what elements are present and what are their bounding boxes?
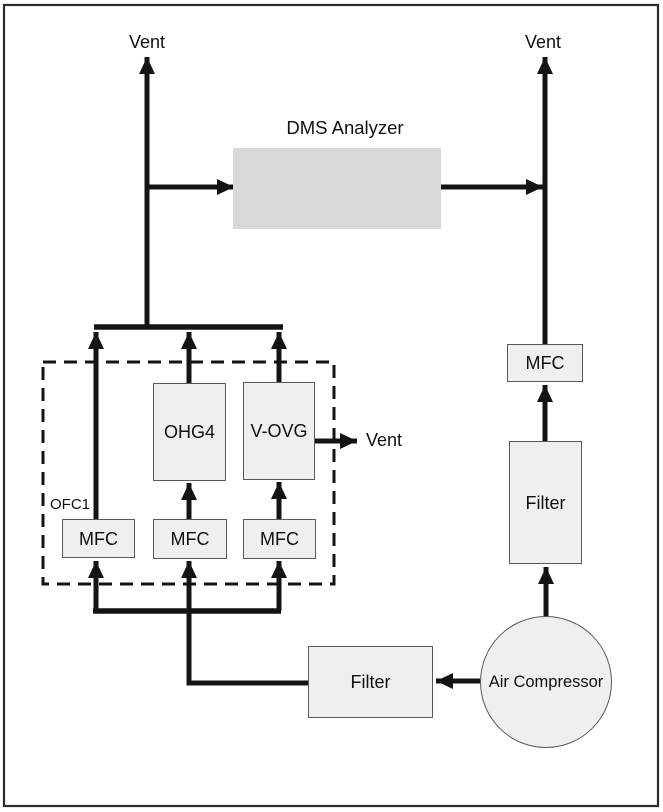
- mfc-left-label: MFC: [79, 528, 118, 549]
- filter-supply-label: Filter: [350, 672, 391, 692]
- vovg-label: V-OVG: [250, 421, 308, 441]
- vovg-box: V-OVG: [243, 382, 315, 480]
- dms-analyzer-box: [233, 148, 441, 229]
- vovg-vent-label: Vent: [366, 430, 403, 450]
- mfc-air-label: MFC: [525, 353, 565, 373]
- mfc-middle-box: MFC: [153, 519, 227, 559]
- ohg4-label: OHG4: [163, 422, 215, 442]
- mfc-left-box: MFC: [62, 519, 135, 558]
- mfc-right-label: MFC: [260, 529, 299, 549]
- ohg4-box: OHG4: [153, 383, 226, 481]
- filter-supply-box: Filter: [308, 646, 433, 718]
- vent-right-label: Vent: [524, 32, 562, 52]
- figure-frame: [2, 3, 660, 808]
- air-compressor-circle: Air Compressor: [480, 616, 612, 748]
- dms-analyzer-label: DMS Analyzer: [286, 117, 404, 138]
- mfc-right-box: MFC: [243, 519, 316, 559]
- air-compressor-label: Air Compressor: [488, 672, 604, 691]
- filter-air-box: Filter: [509, 441, 582, 564]
- ofc1-group-label: OFC1: [50, 496, 91, 513]
- vent-left-label: Vent: [128, 32, 166, 52]
- mfc-air-box: MFC: [507, 344, 583, 382]
- mfc-middle-label: MFC: [170, 529, 210, 549]
- supply-feed-line: [181, 561, 308, 686]
- filter-air-label: Filter: [525, 492, 566, 513]
